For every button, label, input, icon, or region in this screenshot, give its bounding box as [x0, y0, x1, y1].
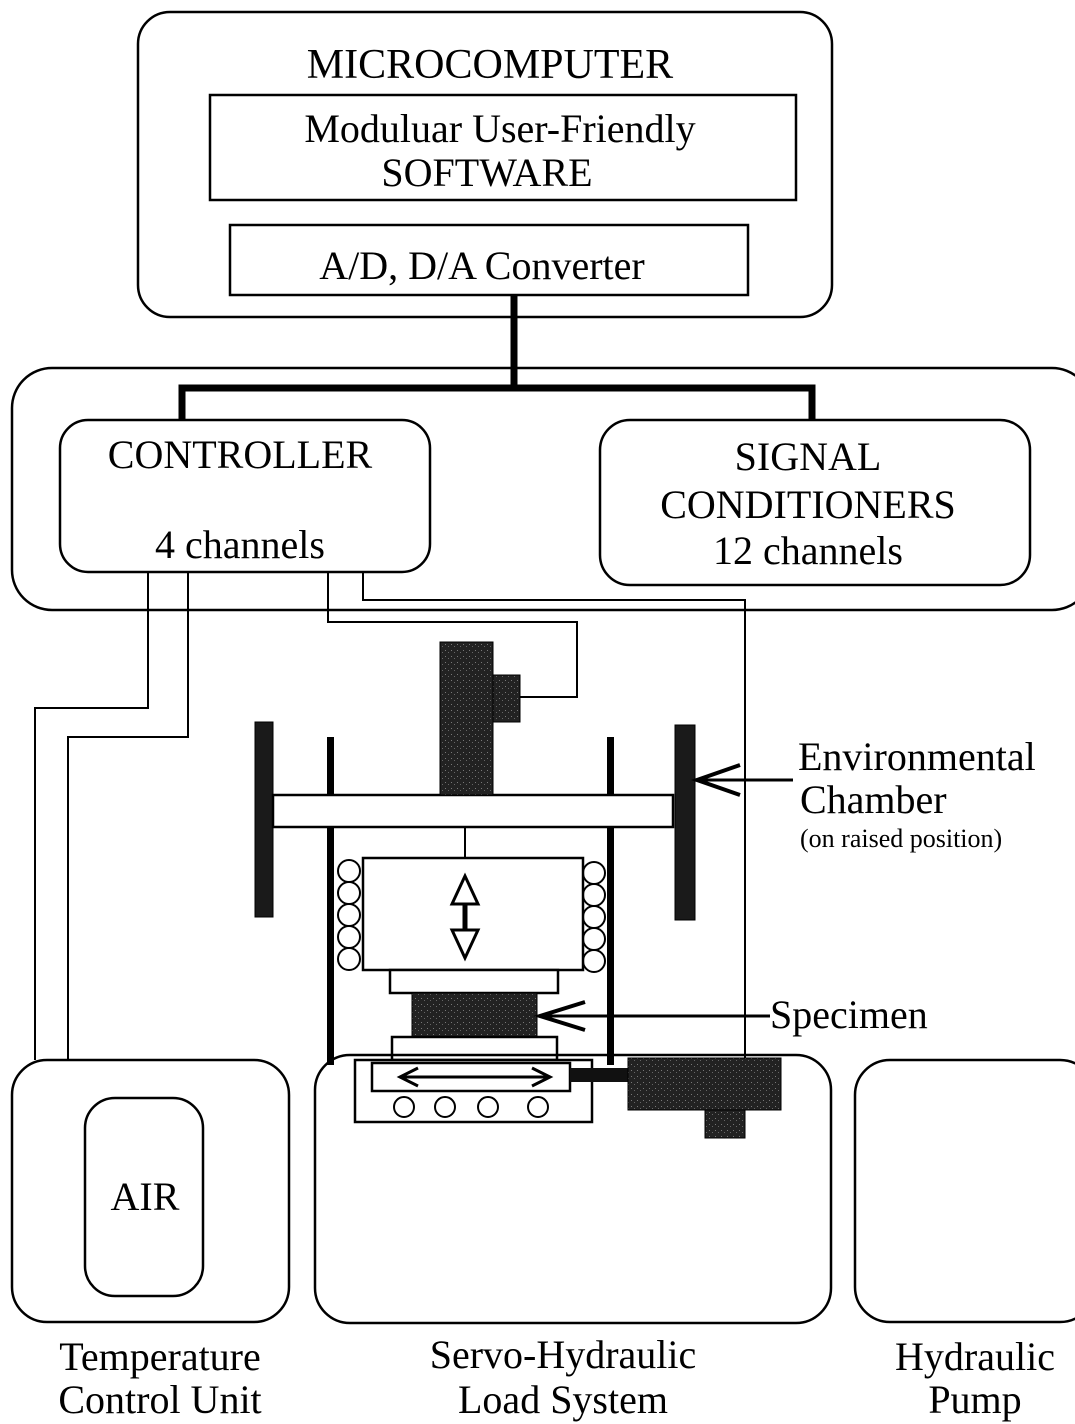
specimen-label: Specimen: [770, 992, 928, 1037]
environmental-chamber-label-line2: Chamber: [800, 777, 947, 822]
environmental-chamber-label-line1: Environmental: [798, 734, 1036, 779]
pump-label-line1: Hydraulic: [895, 1334, 1055, 1379]
servo-label-line2: Load System: [458, 1377, 668, 1422]
software-label-line2: SOFTWARE: [381, 150, 592, 195]
temperature-label-line1: Temperature: [59, 1334, 261, 1379]
controller-title: CONTROLLER: [108, 432, 373, 477]
environmental-chamber-note: (on raised position): [800, 824, 1002, 853]
servo-label-line1: Servo-Hydraulic: [430, 1332, 697, 1377]
temperature-control-unit: AIR: [10, 1058, 291, 1324]
data-bus: [178, 295, 816, 420]
actuator-block: [361, 856, 585, 972]
controller-channels: 4 channels: [155, 522, 325, 567]
signal-conditioners-box: SIGNAL CONDITIONERS 12 channels: [598, 418, 1032, 587]
signal-conditioners-line2: CONDITIONERS: [660, 482, 956, 527]
horizontal-actuator: [627, 1057, 782, 1139]
load-frame: [254, 641, 696, 1065]
temperature-label-line2: Control Unit: [58, 1377, 261, 1422]
pump-label-line2: Pump: [928, 1377, 1021, 1422]
software-label-line1: Moduluar User-Friendly: [304, 106, 695, 151]
control-cabinet-frame: [10, 366, 1075, 612]
air-label: AIR: [111, 1174, 180, 1219]
signal-conditioners-line1: SIGNAL: [735, 434, 882, 479]
shear-table: [353, 1058, 628, 1124]
converter-label: A/D, D/A Converter: [319, 243, 645, 288]
environmental-chamber-callout: Environmental Chamber (on raised positio…: [690, 734, 1036, 853]
specimen-callout: Specimen: [533, 992, 928, 1037]
bottom-captions: Temperature Control Unit Servo-Hydraulic…: [58, 1332, 1055, 1422]
controller-wires: [34, 572, 746, 1060]
specimen-assembly: [388, 968, 560, 1062]
software-box: Moduluar User-Friendly SOFTWARE: [208, 93, 798, 202]
microcomputer-box: MICROCOMPUTER: [136, 10, 834, 319]
converter-box: A/D, D/A Converter: [228, 223, 750, 297]
controller-box: CONTROLLER 4 channels: [58, 418, 432, 574]
microcomputer-title: MICROCOMPUTER: [307, 42, 673, 88]
servo-hydraulic-base: [313, 1053, 833, 1325]
hydraulic-pump-box: [853, 1058, 1075, 1324]
signal-conditioners-channels: 12 channels: [713, 528, 903, 573]
